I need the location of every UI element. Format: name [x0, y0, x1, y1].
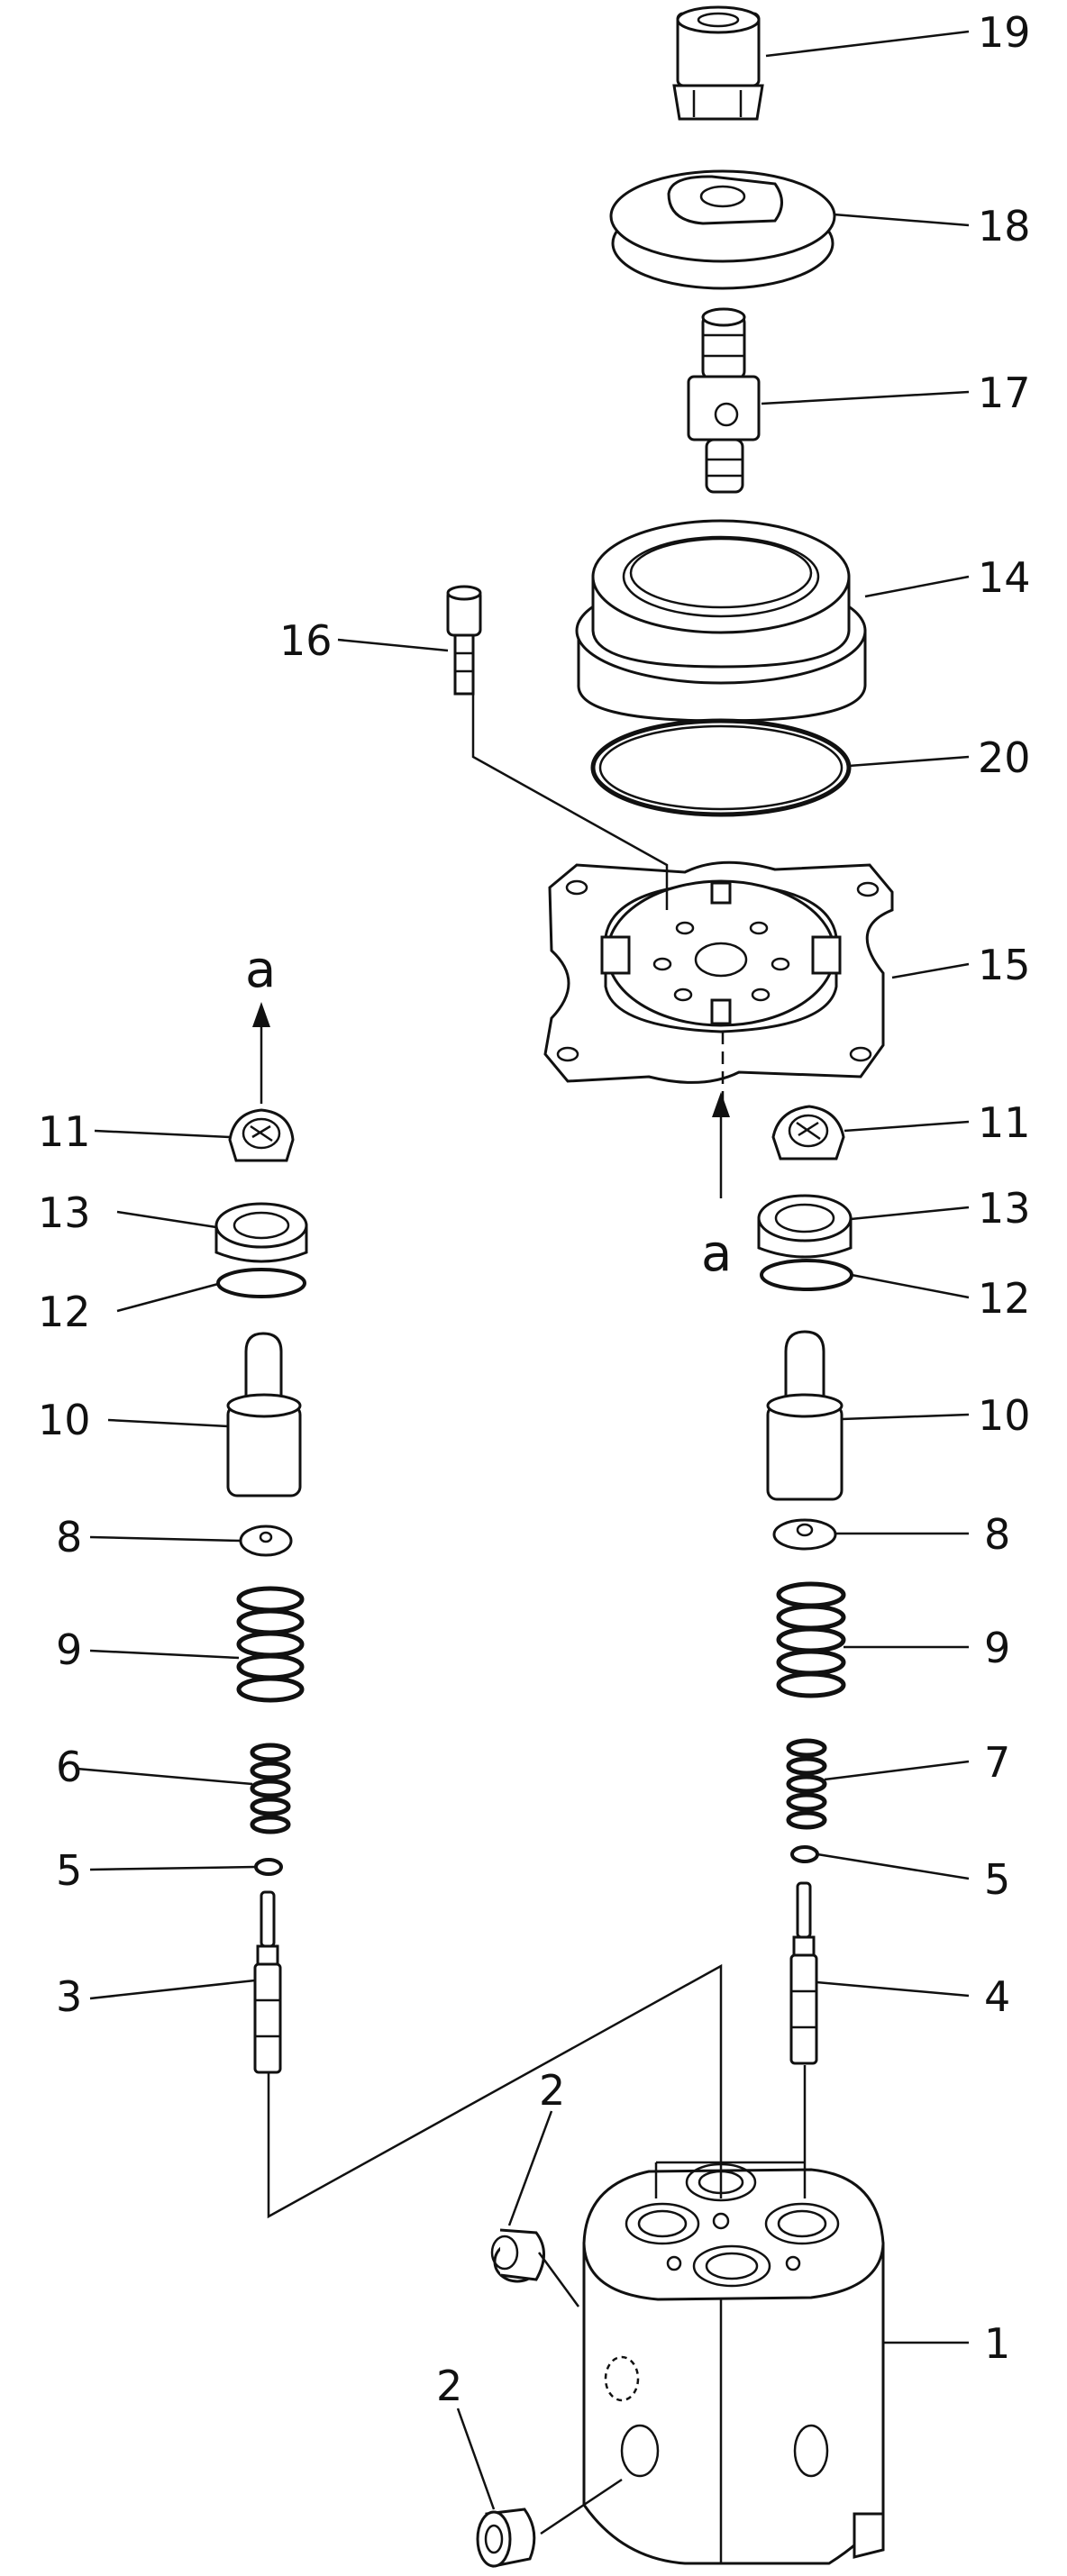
part-10-right-piston	[766, 1330, 844, 1501]
part-10-left-piston	[226, 1332, 302, 1497]
part-19-fitting	[672, 5, 764, 121]
labels-bottom: 2 2	[436, 2066, 565, 2410]
part-2-lower-plug	[476, 2508, 536, 2568]
label-16: 16	[279, 616, 333, 665]
label-2-upper: 2	[539, 2066, 565, 2115]
arrow-left-a	[252, 1002, 270, 1104]
part-6-left-spring	[250, 1743, 291, 1834]
part-11-left-plug	[228, 1108, 295, 1162]
label-8-left: 8	[56, 1513, 82, 1561]
part-4-right-spool	[789, 1881, 818, 2065]
labels-left: 16 11 13 12 10 8 9 6 5 3	[38, 616, 333, 2021]
label-9-right: 9	[984, 1624, 1010, 1672]
label-8-right: 8	[984, 1510, 1010, 1559]
part-17-joint	[687, 307, 761, 494]
arrow-labels: a a	[245, 941, 732, 1283]
label-7: 7	[984, 1738, 1010, 1787]
label-6: 6	[56, 1743, 82, 1791]
label-17: 17	[978, 369, 1031, 417]
label-19: 19	[978, 8, 1031, 57]
part-9-left-spring	[236, 1586, 305, 1703]
leader-lines	[76, 30, 970, 2510]
bolt-16-hole-line	[471, 694, 669, 910]
assembly-lines	[267, 1032, 807, 2535]
label-15: 15	[978, 941, 1031, 989]
arrow-label-left-a: a	[245, 941, 276, 999]
part-16-bolt	[446, 585, 482, 696]
label-12-right: 12	[978, 1274, 1031, 1323]
label-11-right: 11	[978, 1098, 1031, 1147]
label-3: 3	[56, 1972, 82, 2021]
part-8-left-washer	[239, 1525, 293, 1557]
part-9-right-spring	[776, 1581, 846, 1698]
part-20-oring	[590, 718, 852, 817]
part-5-left-seat	[254, 1858, 283, 1876]
arrow-right-a	[712, 1092, 730, 1198]
arrow-label-right-a: a	[701, 1224, 732, 1283]
label-2-lower: 2	[436, 2362, 462, 2410]
part-5-right-seat	[790, 1845, 819, 1863]
part-13-right-bushing	[757, 1194, 853, 1259]
label-9-left: 9	[56, 1625, 82, 1674]
part-3-left-spool	[253, 1890, 282, 2074]
label-20: 20	[978, 733, 1031, 782]
part-2-upper-plug	[490, 2228, 545, 2283]
part-1-body	[582, 2162, 885, 2565]
part-14-case	[575, 519, 867, 723]
part-8-right-washer	[772, 1518, 837, 1551]
part-18-plate	[609, 169, 836, 290]
label-4: 4	[984, 1972, 1010, 2021]
label-5-left: 5	[56, 1846, 82, 1895]
part-12-right-oring	[760, 1259, 853, 1291]
label-10-right: 10	[978, 1391, 1031, 1440]
part-13-left-bushing	[214, 1202, 308, 1263]
label-18: 18	[978, 202, 1031, 250]
label-13-left: 13	[38, 1188, 91, 1237]
part-11-right-plug	[771, 1105, 845, 1161]
label-1: 1	[984, 2319, 1010, 2368]
label-5-right: 5	[984, 1855, 1010, 1904]
label-13-right: 13	[978, 1184, 1031, 1233]
part-15-plate	[543, 860, 894, 1084]
part-12-left-oring	[216, 1268, 306, 1298]
label-10-left: 10	[38, 1396, 91, 1444]
part-7-right-spring	[786, 1738, 827, 1830]
label-12-left: 12	[38, 1288, 91, 1336]
label-14: 14	[978, 553, 1031, 602]
labels-right: 19 18 17 14 20 15 11 13 12 10 8 9 7 5 4 …	[978, 8, 1031, 2368]
label-11-left: 11	[38, 1107, 91, 1156]
